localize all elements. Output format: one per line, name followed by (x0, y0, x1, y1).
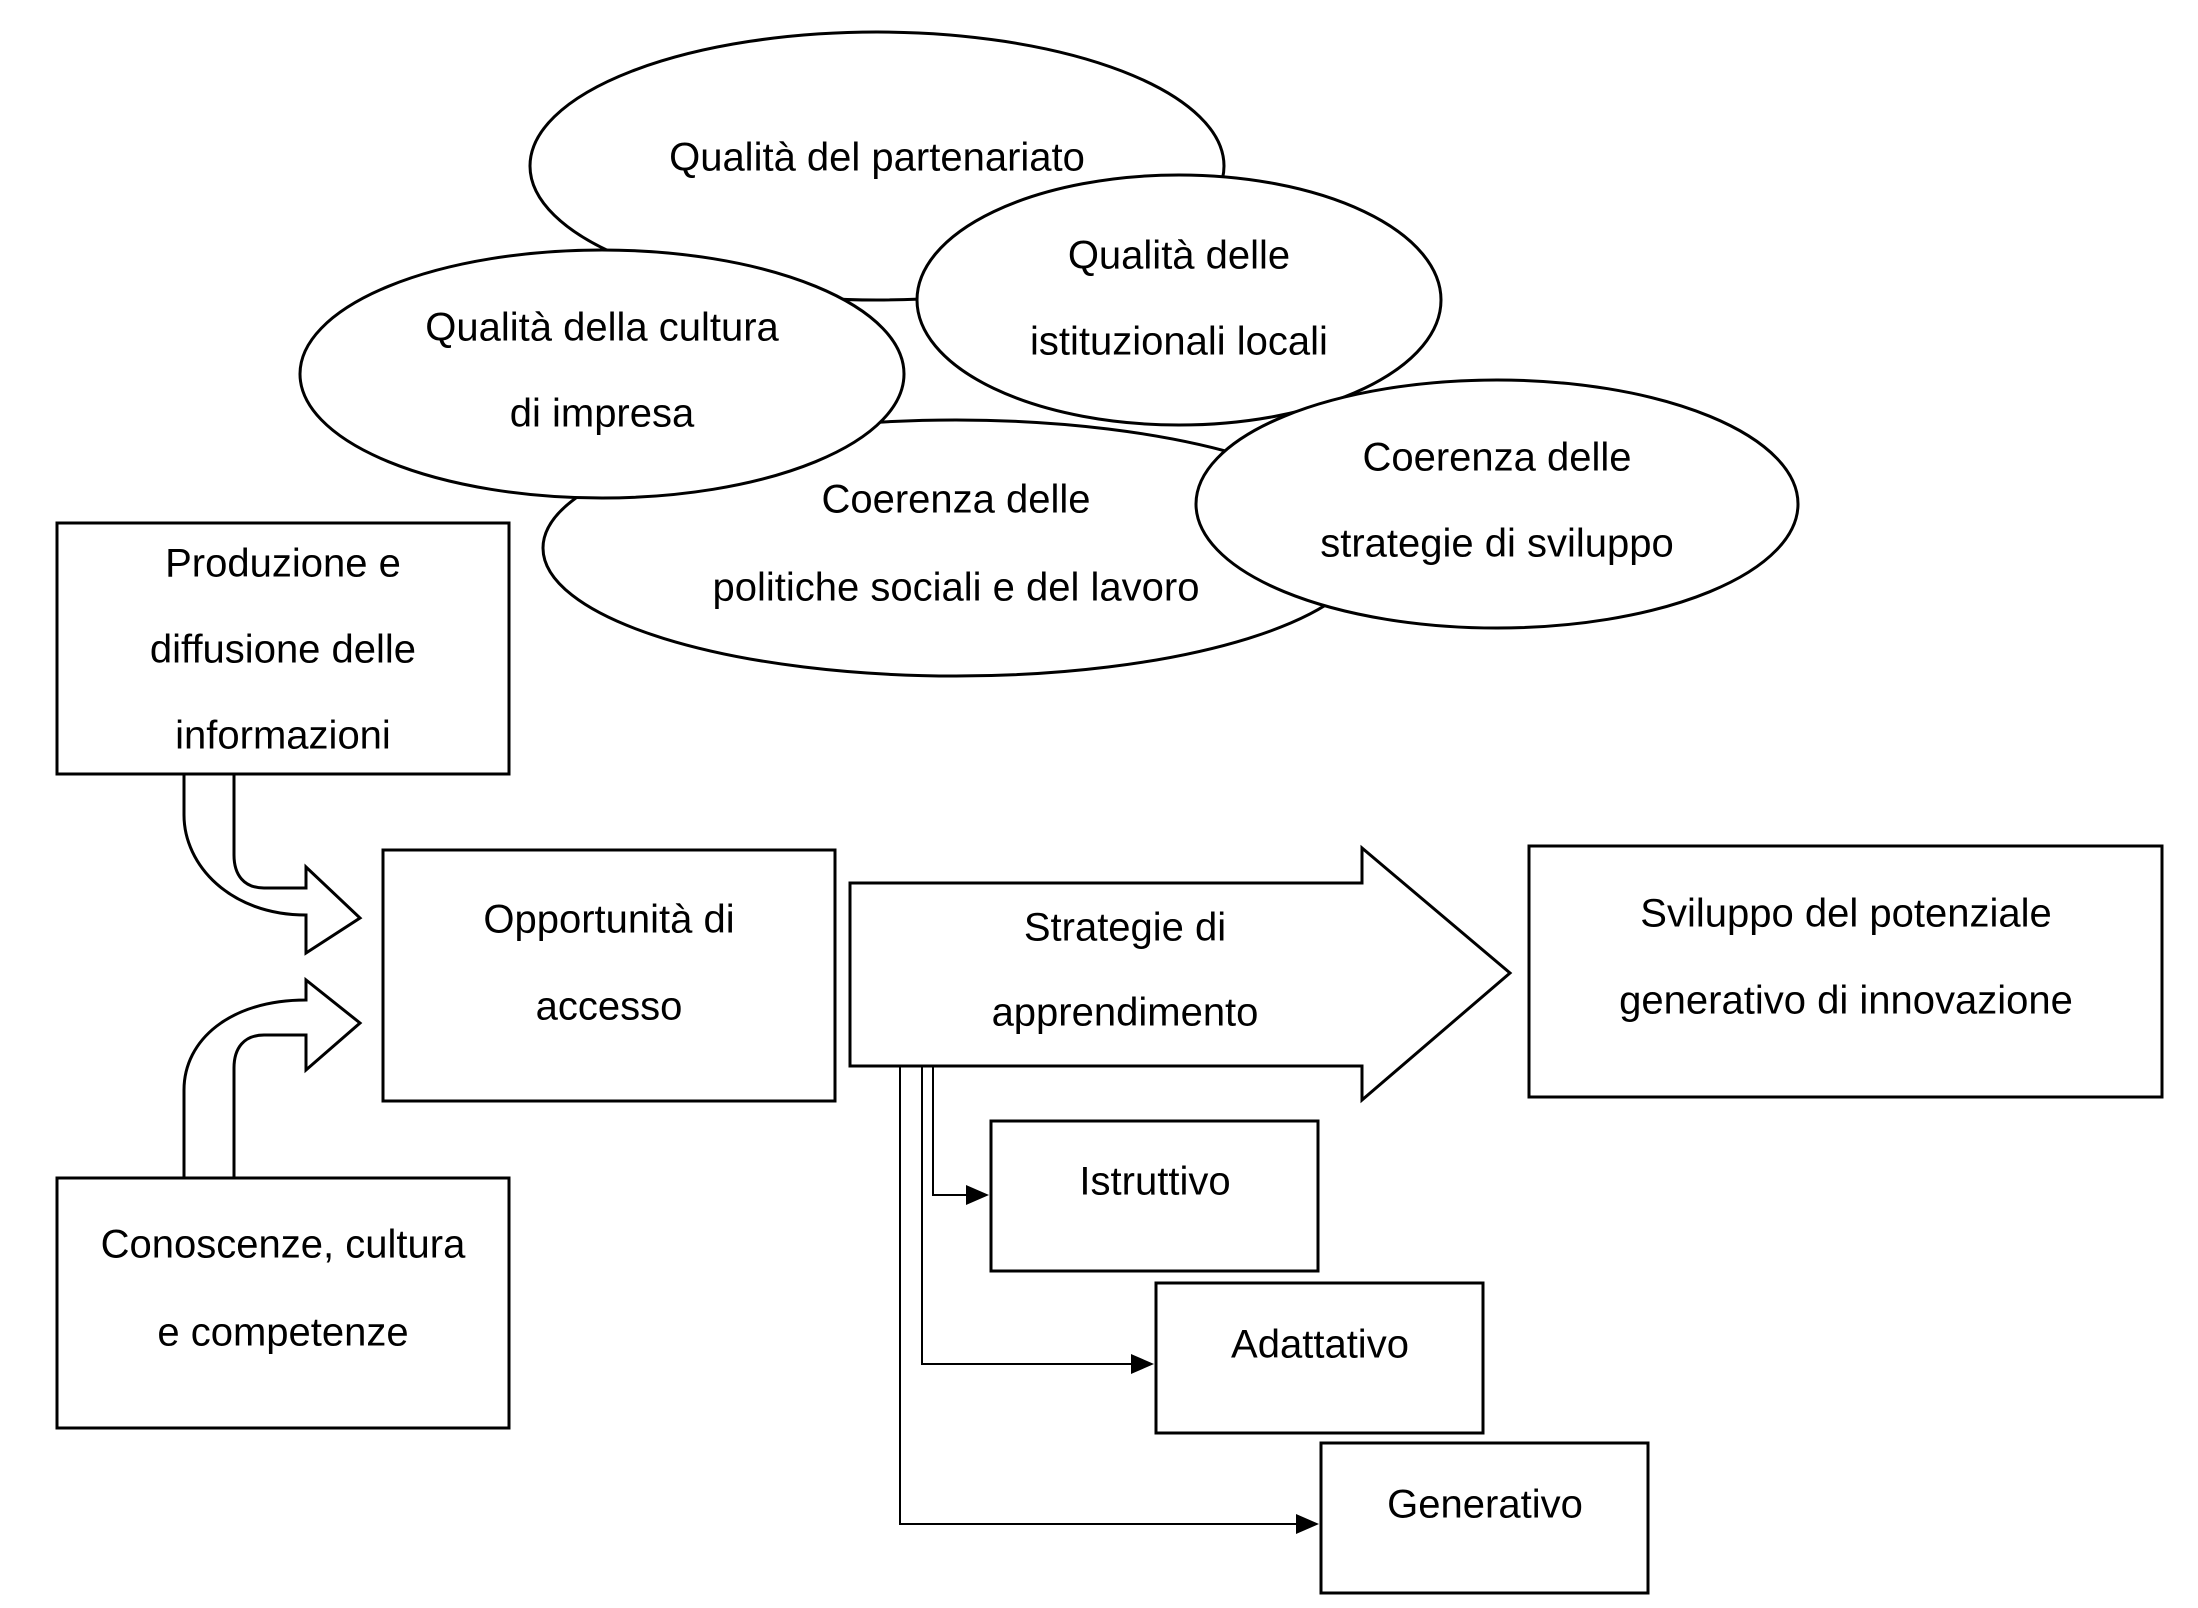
arrowhead-istruttivo (966, 1185, 989, 1205)
box-conoscenze-line-2: e competenze (157, 1311, 408, 1355)
box-produzione-line-1: Produzione e (165, 542, 401, 586)
box-istruttivo: Istruttivo (989, 1119, 1320, 1273)
box-opportunita-shape (381, 848, 837, 1103)
ellipse-istituzioni-line-2: istituzionali locali (1030, 320, 1328, 364)
box-opportunita: Opportunità di accesso (381, 848, 837, 1103)
connector-adattativo (921, 1066, 1131, 1365)
curved-arrow-from-conoscenze (182, 976, 363, 1180)
ellipse-strategie-sviluppo-shape (1194, 378, 1800, 630)
box-generativo: Generativo (1319, 1441, 1650, 1595)
connector-istruttivo (932, 1066, 966, 1196)
box-opportunita-line-1: Opportunità di (483, 898, 734, 942)
box-produzione-line-3: informazioni (175, 714, 391, 758)
ellipse-cultura-impresa-shape (298, 248, 906, 500)
box-produzione-shape (55, 521, 511, 776)
arrowhead-adattativo (1131, 1354, 1154, 1374)
ellipse-istituzioni-line-1: Qualità delle (1068, 234, 1290, 278)
box-generativo-line-1: Generativo (1387, 1483, 1583, 1527)
ellipse-istituzioni-shape (915, 173, 1443, 427)
box-sviluppo-line-1: Sviluppo del potenziale (1640, 892, 2051, 936)
box-sviluppo: Sviluppo del potenziale generativo di in… (1527, 844, 2164, 1099)
ellipse-politiche: Coerenza delle politiche sociali e del l… (541, 418, 1371, 678)
box-sviluppo-shape (1527, 844, 2164, 1099)
big-arrow-strategie-shape (848, 844, 1513, 1104)
ellipse-strategie-sviluppo-line-1: Coerenza delle (1362, 436, 1631, 480)
ellipse-cultura-impresa-line-2: di impresa (510, 392, 695, 436)
ellipse-strategie-sviluppo: Coerenza delle strategie di sviluppo (1194, 378, 1800, 630)
big-arrow-strategie: Strategie di apprendimento (848, 844, 1513, 1104)
box-adattativo-shape (1154, 1281, 1485, 1435)
ellipse-partenariato-line-1: Qualità del partenariato (669, 136, 1085, 180)
ellipse-strategie-sviluppo-line-2: strategie di sviluppo (1320, 522, 1674, 566)
curved-arrow-from-produzione (182, 772, 363, 956)
ellipse-politiche-line-1: Coerenza delle (821, 478, 1090, 522)
ellipse-cultura-impresa: Qualità della cultura di impresa (298, 248, 906, 500)
box-opportunita-line-2: accesso (536, 985, 683, 1029)
box-conoscenze-line-1: Conoscenze, cultura (101, 1223, 466, 1267)
box-adattativo-line-1: Adattativo (1231, 1323, 1409, 1367)
box-produzione: Produzione e diffusione delle informazio… (55, 521, 511, 776)
box-adattativo: Adattativo (1154, 1281, 1485, 1435)
ellipse-istituzioni: Qualità delle istituzionali locali (915, 173, 1443, 427)
box-produzione-line-2: diffusione delle (150, 628, 416, 672)
ellipse-politiche-line-2: politiche sociali e del lavoro (713, 566, 1200, 610)
box-generativo-shape (1319, 1441, 1650, 1595)
box-conoscenze-shape (55, 1176, 511, 1430)
arrowhead-generativo (1296, 1514, 1319, 1534)
connector-generativo (899, 1066, 1296, 1525)
box-sviluppo-line-2: generativo di innovazione (1619, 979, 2073, 1023)
box-conoscenze: Conoscenze, cultura e competenze (55, 1176, 511, 1430)
box-istruttivo-shape (989, 1119, 1320, 1273)
big-arrow-strategie-line-2: apprendimento (992, 991, 1259, 1035)
big-arrow-strategie-line-1: Strategie di (1024, 906, 1226, 950)
box-istruttivo-line-1: Istruttivo (1079, 1160, 1230, 1204)
ellipse-cultura-impresa-line-1: Qualità della cultura (425, 306, 779, 350)
